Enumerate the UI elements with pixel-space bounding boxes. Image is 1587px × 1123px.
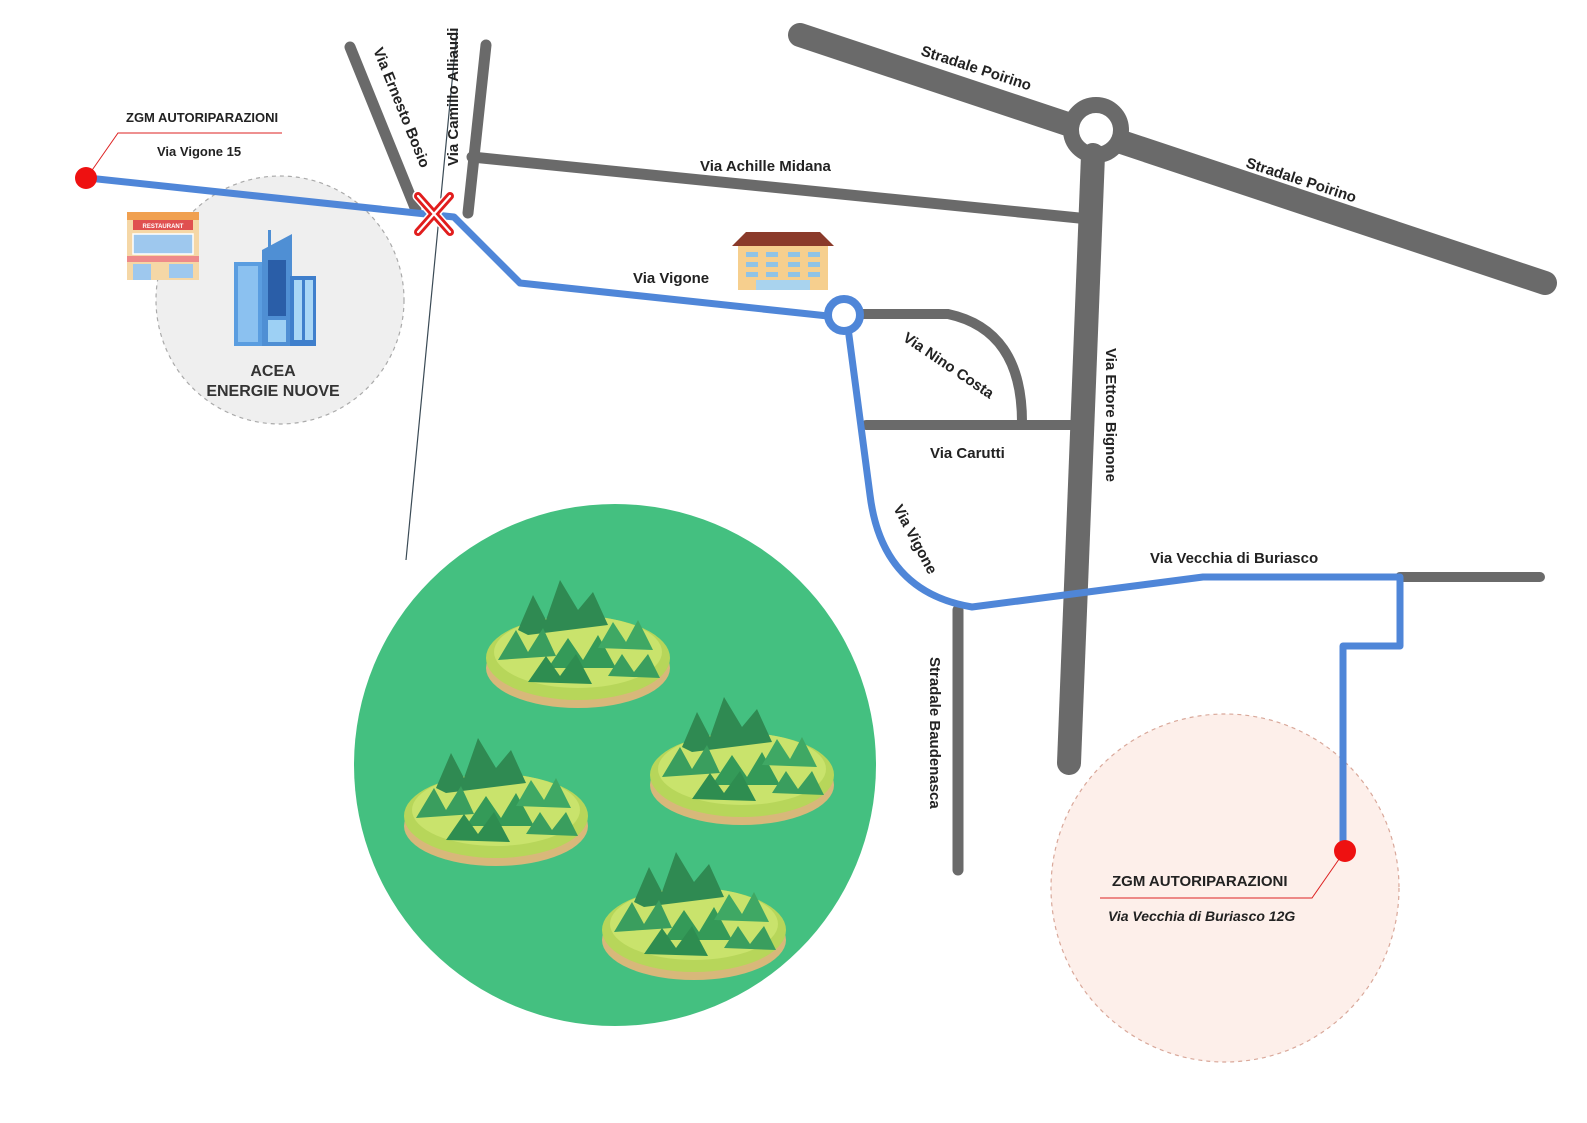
railway-crossing-icon: [412, 190, 456, 238]
road-via-nino-costa: [853, 309, 1027, 427]
road-stradale-poirino: [788, 23, 1557, 295]
label-via-ettore-bignone: Via Ettore Bignone: [1102, 348, 1119, 482]
industrial-zone-name: ACEA: [250, 363, 296, 380]
road-via-ettore-bignone: [1057, 143, 1105, 775]
end-marker-name: ZGM AUTORIPARAZIONI: [1112, 873, 1288, 890]
label-via-carutti: Via Carutti: [930, 445, 1005, 462]
label-via-vecchia-di-buriasco: Via Vecchia di Buriasco: [1150, 550, 1318, 567]
start-marker-address: Via Vigone 15: [157, 144, 241, 159]
label-via-achille-midana: Via Achille Midana: [700, 158, 832, 175]
start-leader-line: [87, 132, 282, 177]
label-via-nino-costa: Via Nino Costa: [900, 329, 998, 403]
road-network: [344, 23, 1557, 876]
road-via-achille-midana: [466, 151, 1085, 224]
apartment-building-icon: [732, 232, 834, 290]
restaurant-icon: RESTAURANT: [127, 212, 199, 280]
industrial-zone-subname: ENERGIE NUOVE: [206, 383, 340, 400]
start-marker-name: ZGM AUTORIPARAZIONI: [126, 110, 278, 125]
restaurant-sign: RESTAURANT: [143, 224, 184, 230]
end-leader-line: [1100, 851, 1345, 899]
railway-line: [405, 29, 458, 561]
label-stradale-baudenasca: Stradale Baudenasca: [926, 657, 943, 809]
route-path: [84, 174, 1404, 852]
end-marker-address: Via Vecchia di Buriasco 12G: [1108, 908, 1295, 924]
skyscraper-icon: [234, 230, 316, 346]
road-via-ernesto-bosio: [344, 41, 422, 216]
start-marker[interactable]: [75, 167, 97, 189]
destination-zone: [1050, 713, 1400, 1063]
road-via-camillo-alliaudi: [462, 39, 492, 219]
end-marker[interactable]: [1334, 840, 1356, 862]
label-via-vigone-1: Via Vigone: [633, 270, 709, 287]
label-via-camillo-alliaudi: Via Camillo Alliaudi: [445, 28, 462, 166]
route-roundabout-icon: [824, 295, 864, 335]
